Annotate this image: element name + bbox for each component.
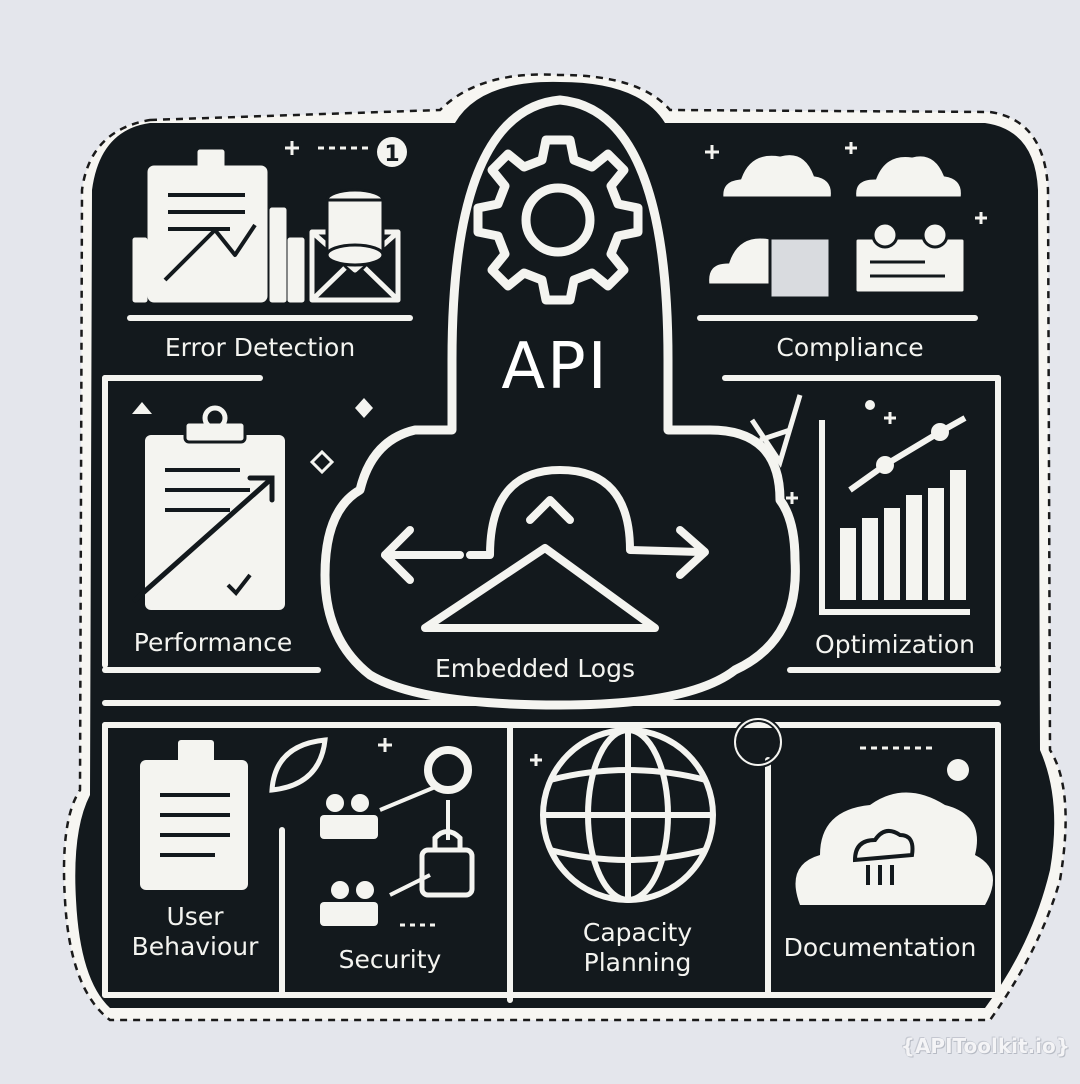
- trend-arrow-icon: [132, 475, 275, 603]
- api-title: API: [501, 330, 609, 404]
- trend-line-icon: [848, 415, 967, 493]
- label-error-detection: Error Detection: [164, 333, 356, 362]
- sparkle-icons: [530, 754, 542, 766]
- sparkle-icons: [705, 142, 987, 224]
- cloud-icon: [795, 792, 993, 905]
- label-embedded-logs: Embedded Logs: [434, 654, 635, 683]
- cloud-icon: [720, 152, 834, 200]
- bar-chart-icon: [132, 207, 305, 303]
- clipboard-icon: [145, 435, 285, 610]
- users-icon: [320, 794, 378, 926]
- badge-icon: [377, 137, 407, 167]
- label-performance: Performance: [133, 628, 293, 657]
- label-capacity-planning-line1: Capacity: [582, 918, 693, 947]
- pick-icon: [749, 394, 803, 468]
- bar-chart-icon: [840, 470, 966, 600]
- label-documentation: Documentation: [783, 933, 977, 962]
- label-compliance: Compliance: [776, 333, 924, 362]
- label-capacity-planning-line2: Planning: [583, 948, 692, 977]
- server-icon: [853, 236, 967, 295]
- badge-number: 1: [384, 142, 399, 167]
- security-icons: [320, 738, 475, 927]
- label-user-behaviour: User Behaviour: [110, 902, 280, 962]
- database-icon: [325, 188, 385, 267]
- clipboard-icon: [140, 760, 248, 890]
- leaf-icon: [269, 737, 328, 793]
- label-optimization: Optimization: [815, 630, 975, 659]
- user-behaviour-icons: [140, 737, 328, 890]
- flow-arrows-icon: [381, 466, 709, 584]
- envelope-icon: [309, 229, 401, 303]
- label-user-behaviour-line1: User: [166, 902, 224, 931]
- documentation-icons: [732, 716, 993, 905]
- globe-icon: [540, 727, 716, 903]
- label-capacity-planning: Capacity Planning: [555, 918, 720, 978]
- performance-icons: [132, 398, 373, 610]
- compliance-icons: [706, 152, 967, 300]
- label-user-behaviour-line2: Behaviour: [131, 932, 259, 961]
- label-security: Security: [338, 945, 442, 974]
- optimization-icons: [749, 394, 970, 615]
- triangle-icon: [421, 544, 659, 632]
- watermark: {APIToolkit.io}: [900, 1034, 1070, 1058]
- cloud-icon: [853, 153, 964, 200]
- gear-icon: [473, 135, 643, 305]
- error-detection-icons: [132, 137, 407, 303]
